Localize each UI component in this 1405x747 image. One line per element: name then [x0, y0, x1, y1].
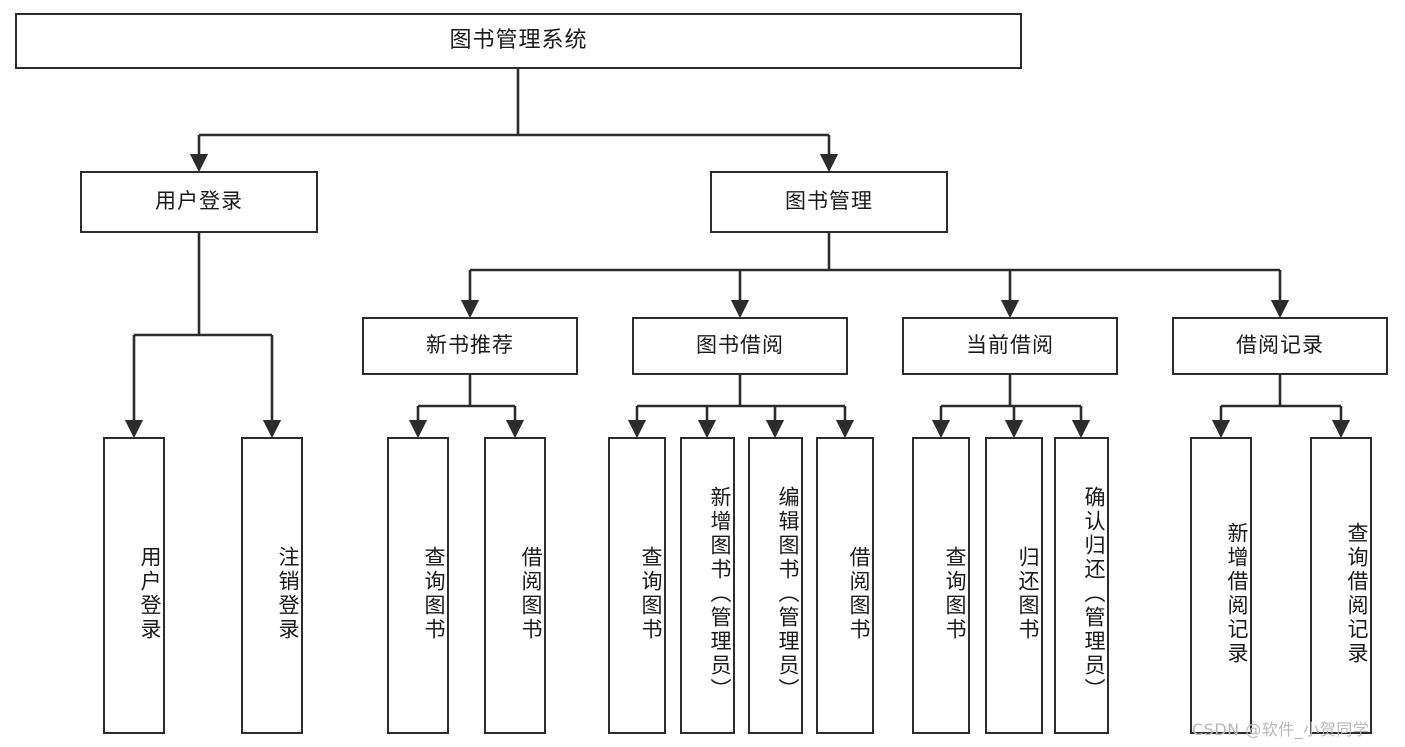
leaf-user-login[interactable]: 用户登录 — [103, 437, 165, 734]
node-book-borrow[interactable]: 图书借阅 — [632, 317, 848, 375]
node-new-book-recommend[interactable]: 新书推荐 — [362, 317, 578, 375]
node-root[interactable]: 图书管理系统 — [15, 13, 1022, 69]
leaf-query-book-borrow[interactable]: 查询图书 — [608, 437, 666, 734]
csdn-watermark: CSDN @软件_小贺同学 — [1192, 720, 1370, 739]
leaf-add-book-admin[interactable]: 新增图书（管理员） — [680, 437, 735, 734]
leaf-return-book[interactable]: 归还图书 — [985, 437, 1043, 734]
leaf-add-borrow-record[interactable]: 新增借阅记录 — [1190, 437, 1252, 734]
leaf-query-book-recommend[interactable]: 查询图书 — [387, 437, 449, 734]
leaf-query-book-current[interactable]: 查询图书 — [912, 437, 970, 734]
leaf-query-borrow-record[interactable]: 查询借阅记录 — [1310, 437, 1372, 734]
leaf-borrow-book-recommend[interactable]: 借阅图书 — [484, 437, 546, 734]
leaf-borrow-book[interactable]: 借阅图书 — [816, 437, 874, 734]
node-user-login[interactable]: 用户登录 — [80, 171, 318, 233]
node-book-manage[interactable]: 图书管理 — [710, 171, 948, 233]
leaf-edit-book-admin[interactable]: 编辑图书（管理员） — [748, 437, 803, 734]
node-current-borrow[interactable]: 当前借阅 — [902, 317, 1118, 375]
leaf-confirm-return-admin[interactable]: 确认归还（管理员） — [1054, 437, 1109, 734]
leaf-user-logout[interactable]: 注销登录 — [241, 437, 303, 734]
node-borrow-record[interactable]: 借阅记录 — [1172, 317, 1388, 375]
